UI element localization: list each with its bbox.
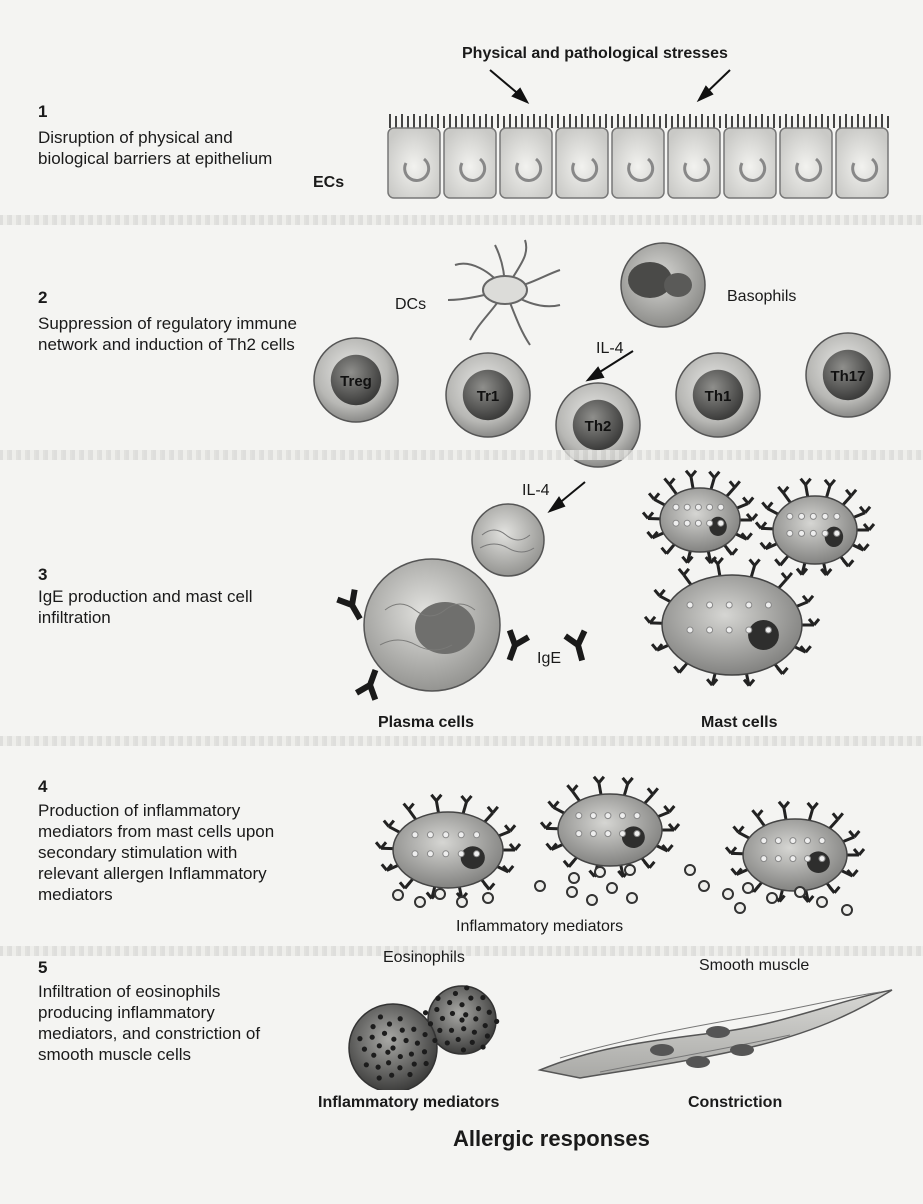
epithelial-cell — [836, 128, 888, 198]
antibody-icon — [500, 630, 528, 663]
mediator-granule — [535, 881, 545, 891]
antibody-icon — [356, 667, 384, 700]
allergic-response-illustration — [0, 970, 923, 1090]
dendritic-cell — [448, 240, 560, 345]
divider-3 — [0, 736, 923, 746]
basophil-cell — [621, 243, 705, 327]
th2-label: Th2 — [585, 418, 612, 435]
th1-cell: Th1 — [676, 353, 760, 437]
mediator-granule — [685, 865, 695, 875]
il4-arrow-1 — [588, 351, 633, 380]
mediator-granule — [743, 883, 753, 893]
mediator-granule — [723, 889, 733, 899]
mediator-granule — [595, 867, 605, 877]
degranulating-mast-cell — [541, 777, 679, 877]
smooth-muscle-cells — [540, 990, 892, 1078]
mediator-granule — [842, 905, 852, 915]
plasma-cell — [364, 559, 500, 691]
ige-production-illustration — [0, 460, 923, 720]
epithelial-cell — [388, 128, 440, 198]
mediator-granule — [735, 903, 745, 913]
epithelium-illustration — [0, 0, 923, 240]
eosinophils-label: Eosinophils — [383, 949, 465, 967]
th17-cell: Th17 — [806, 333, 890, 417]
il4-arrow-2 — [550, 482, 585, 511]
epithelial-cells — [388, 128, 888, 198]
epithelial-cell — [780, 128, 832, 198]
stress-arrow-left — [490, 70, 527, 102]
divider-1 — [0, 215, 923, 225]
epithelial-cell — [668, 128, 720, 198]
mediator-granule — [795, 887, 805, 897]
th17-label: Th17 — [830, 368, 865, 385]
treg-cell: Treg — [314, 338, 398, 422]
mediator-granule — [567, 887, 577, 897]
allergic-responses-title: Allergic responses — [453, 1126, 650, 1152]
mast-cell — [645, 558, 819, 686]
mediator-granule — [625, 865, 635, 875]
mediator-granule — [483, 893, 493, 903]
mediator-granule — [587, 895, 597, 905]
degranulating-mast-cell — [376, 795, 520, 899]
mediator-granule — [393, 890, 403, 900]
epithelial-cell — [612, 128, 664, 198]
mediator-granule — [435, 889, 445, 899]
mediator-granule — [699, 881, 709, 891]
eosinophil-cells — [349, 985, 499, 1090]
mediator-granule — [569, 873, 579, 883]
treg-label: Treg — [340, 373, 372, 390]
mast-cell — [643, 471, 757, 563]
mediator-granule — [607, 883, 617, 893]
mediator-granule — [627, 893, 637, 903]
mast-cell — [756, 479, 874, 575]
epithelial-cell — [444, 128, 496, 198]
divider-2 — [0, 450, 923, 460]
mediator-granule — [817, 897, 827, 907]
epithelial-cell — [724, 128, 776, 198]
tr1-label: Tr1 — [477, 388, 500, 405]
constriction-label: Constriction — [688, 1094, 782, 1112]
immune-cells-illustration: TregTr1Th2 Th1 Th17 — [0, 225, 923, 485]
tr1-cell: Tr1 — [446, 353, 530, 437]
stress-arrow-right — [699, 70, 730, 100]
inflammatory-mediators-label-5: Inflammatory mediators — [318, 1094, 499, 1112]
b-cell — [472, 504, 544, 576]
mediator-release-illustration — [0, 770, 923, 945]
epithelial-cell — [556, 128, 608, 198]
microvilli — [390, 114, 888, 128]
mediator-granule — [457, 897, 467, 907]
mediator-granule — [767, 893, 777, 903]
epithelial-cell — [500, 128, 552, 198]
th1-label: Th1 — [705, 388, 732, 405]
antibody-icon — [565, 631, 592, 663]
mediator-granule — [415, 897, 425, 907]
